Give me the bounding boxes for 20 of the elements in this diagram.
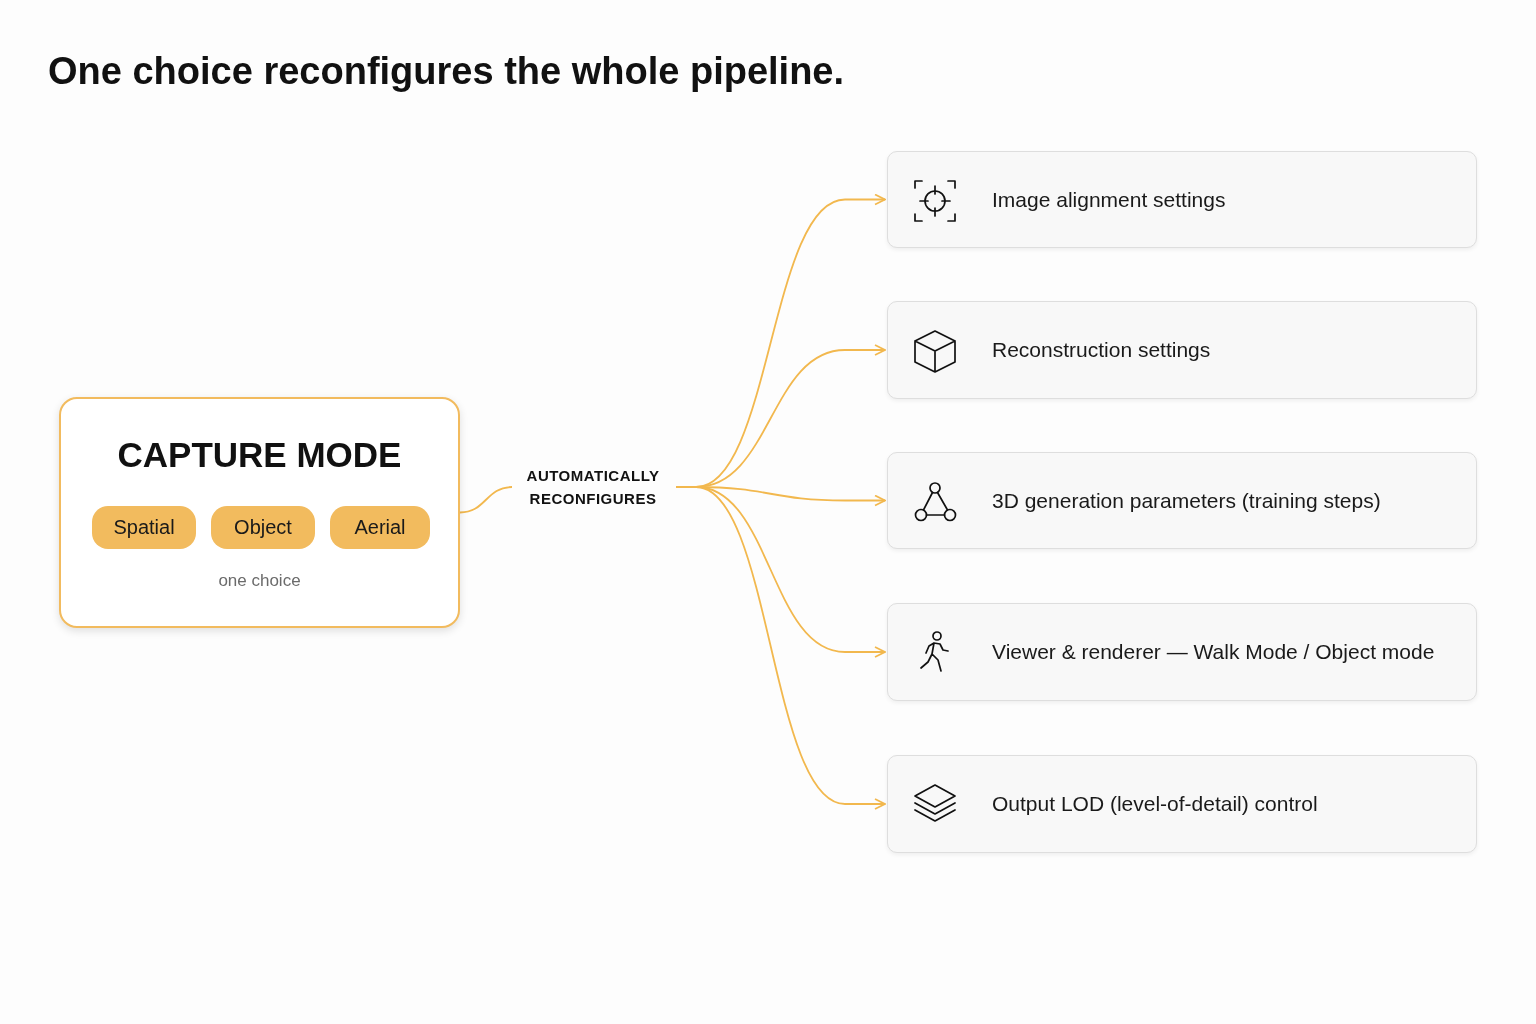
connector-line <box>459 486 513 514</box>
connector-label: AUTOMATICALLY RECONFIGURES <box>512 462 674 512</box>
settings-card <box>887 301 1477 399</box>
settings-card <box>887 151 1477 248</box>
mode-chip: Spatial <box>92 506 196 549</box>
card-heading: CAPTURE MODE <box>117 435 402 475</box>
setting-text: Output LOD (level-of-detail) control <box>992 792 1318 816</box>
setting-text: Image alignment settings <box>992 187 1226 212</box>
arrow <box>675 486 886 810</box>
setting-text: 3D generation parameters (training steps) <box>992 488 1381 513</box>
card-caption: one choice <box>218 571 301 591</box>
title: One choice reconfigures the whole pipeline. <box>48 50 845 93</box>
mode-chip: Object <box>211 506 315 549</box>
settings-card <box>887 603 1477 701</box>
setting-text: Viewer & renderer — Walk Mode / Object mode <box>992 640 1435 664</box>
mode-card <box>59 397 460 628</box>
settings-card <box>887 452 1477 549</box>
settings-card <box>887 755 1477 853</box>
mode-chip: Aerial <box>330 506 430 549</box>
setting-text: Reconstruction settings <box>992 338 1211 362</box>
